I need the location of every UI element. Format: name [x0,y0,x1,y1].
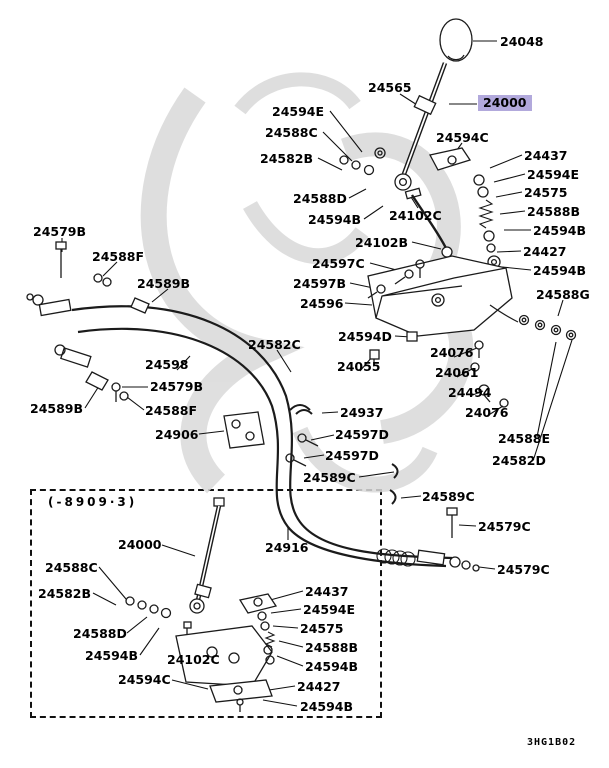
part-label-24588b[interactable]: 24588B [305,640,359,655]
part-label-24579c[interactable]: 24579C [478,519,531,534]
watermark-emblem [140,72,474,494]
part-label-24589c[interactable]: 24589C [422,489,475,504]
part-label-24589b[interactable]: 24589B [137,276,191,291]
part-label-24916[interactable]: 24916 [265,540,309,555]
part-label-24588g[interactable]: 24588G [536,287,590,302]
part-label-24102b[interactable]: 24102B [355,235,409,250]
part-label-24588e[interactable]: 24588E [498,431,551,446]
part-label-24594b[interactable]: 24594B [305,659,359,674]
shift-assembly-main [339,18,577,408]
part-label-24076[interactable]: 24076 [465,405,509,420]
part-label-24589c[interactable]: 24589C [303,470,356,485]
part-label-24937[interactable]: 24937 [340,405,384,420]
part-label-24055[interactable]: 24055 [337,359,381,374]
part-label-24594b[interactable]: 24594B [533,263,587,278]
cable-end-fittings [26,241,480,572]
part-label-24061[interactable]: 24061 [435,365,479,380]
part-label-24582d[interactable]: 24582D [492,453,546,468]
part-label-24102c[interactable]: 24102C [389,208,442,223]
part-label-24588c[interactable]: 24588C [265,125,318,140]
part-label-24000[interactable]: 24000 [478,95,532,112]
part-label-24588c[interactable]: 24588C [45,560,98,575]
part-label-24427[interactable]: 24427 [523,244,567,259]
part-label-24594e[interactable]: 24594E [527,167,580,182]
leader-lines [61,40,573,707]
part-label-24597b[interactable]: 24597B [293,276,347,291]
part-label-24594c[interactable]: 24594C [436,130,489,145]
part-label-24589b[interactable]: 24589B [30,401,84,416]
part-label-24594b[interactable]: 24594B [308,212,362,227]
part-label-24579b[interactable]: 24579B [33,224,87,239]
part-label-24076[interactable]: 24076 [430,345,474,360]
part-label-24594e[interactable]: 24594E [272,104,325,119]
part-label-24427[interactable]: 24427 [297,679,341,694]
part-label-24575[interactable]: 24575 [524,185,568,200]
part-label-24582c[interactable]: 24582C [248,337,301,352]
part-label-24594b[interactable]: 24594B [533,223,587,238]
part-label-24594b[interactable]: 24594B [300,699,354,714]
variant-note: (-8909·3) [48,495,138,509]
diagram-code: 3HG1B02 [527,737,577,748]
part-label-24565[interactable]: 24565 [368,80,412,95]
part-label-24597d[interactable]: 24597D [335,427,389,442]
part-label-24048[interactable]: 24048 [500,34,544,49]
part-label-24588d[interactable]: 24588D [293,191,347,206]
part-label-24582b[interactable]: 24582B [38,586,92,601]
part-label-24598[interactable]: 24598 [145,357,189,372]
part-label-24588f[interactable]: 24588F [145,403,198,418]
part-label-24596[interactable]: 24596 [300,296,344,311]
part-label-24582b[interactable]: 24582B [260,151,314,166]
part-label-24588b[interactable]: 24588B [527,204,581,219]
part-label-24000[interactable]: 24000 [118,537,162,552]
part-label-24588d[interactable]: 24588D [73,626,127,641]
part-label-24597d[interactable]: 24597D [325,448,379,463]
part-label-24906[interactable]: 24906 [155,427,199,442]
control-cables [71,305,453,568]
part-label-24437[interactable]: 24437 [305,584,349,599]
part-label-24102c[interactable]: 24102C [167,652,220,667]
part-label-24579c[interactable]: 24579C [497,562,550,577]
part-label-24594b[interactable]: 24594B [85,648,139,663]
part-label-24575[interactable]: 24575 [300,621,344,636]
shift-assembly-variant [125,497,278,712]
part-label-24597c[interactable]: 24597C [312,256,365,271]
part-label-24594d[interactable]: 24594D [338,329,392,344]
part-label-24437[interactable]: 24437 [524,148,568,163]
part-label-24579b[interactable]: 24579B [150,379,204,394]
part-label-24594c[interactable]: 24594C [118,672,171,687]
part-label-24594e[interactable]: 24594E [303,602,356,617]
part-label-24588f[interactable]: 24588F [92,249,145,264]
part-label-24494[interactable]: 24494 [448,385,492,400]
